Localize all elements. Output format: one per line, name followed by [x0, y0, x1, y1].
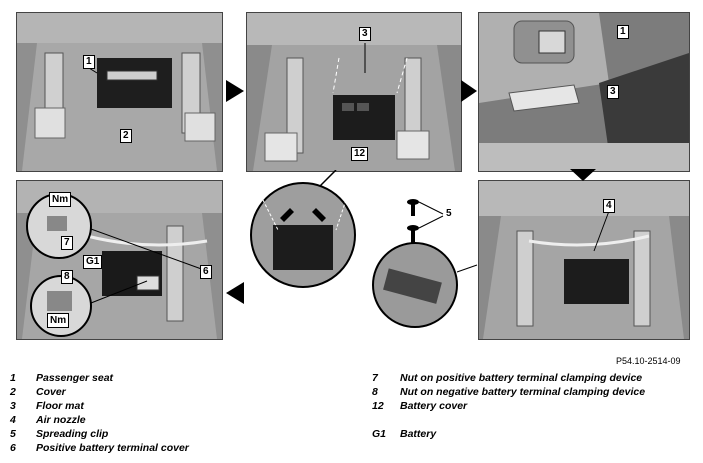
- arrow-right-2-icon: [461, 80, 477, 102]
- step-5-panel: Nm 7 8 Nm G1 6: [16, 180, 223, 340]
- step-2-panel: 3 12: [246, 12, 462, 172]
- legend-item: 4 Air nozzle: [10, 413, 350, 427]
- spreading-clip-detail: [372, 199, 478, 328]
- legend-number: 2: [10, 386, 16, 398]
- legend-number: 7: [372, 372, 378, 384]
- legend-text: Battery: [400, 428, 437, 440]
- callout-5: 5: [446, 208, 452, 219]
- arrow-down-icon: [570, 169, 596, 181]
- step-1-illustration: [17, 13, 222, 171]
- callout-1-right: 1: [617, 25, 629, 39]
- legend-text: Positive battery terminal cover: [36, 442, 189, 454]
- legend-right: 7 Nut on positive battery terminal clampi…: [372, 371, 697, 441]
- legend-item: [372, 413, 697, 427]
- legend-left: 1 Passenger seat 2 Cover 3 Floor mat 4 Air n…: [10, 371, 350, 455]
- arrow-right-1-icon: [226, 80, 244, 102]
- legend-text: Passenger seat: [36, 372, 114, 384]
- legend-item: 7 Nut on positive battery terminal clampi…: [372, 371, 697, 385]
- legend-item: 12 Battery cover: [372, 399, 697, 413]
- callout-7: 7: [61, 236, 73, 250]
- legend-number: G1: [372, 428, 387, 440]
- legend-text: Battery cover: [400, 400, 468, 412]
- legend-number: 8: [372, 386, 378, 398]
- callout-1: 1: [83, 55, 95, 69]
- step-3-panel: 1 3: [478, 12, 690, 172]
- step-3-illustration: [479, 13, 689, 171]
- legend-text: Floor mat: [36, 400, 84, 412]
- arrow-left-icon: [226, 282, 244, 304]
- legend-item: 6 Positive battery terminal cover: [10, 441, 350, 455]
- step-4-panel: 4: [478, 180, 690, 340]
- legend-number: 6: [10, 442, 16, 454]
- callout-6: 6: [200, 265, 212, 279]
- callout-4: 4: [603, 199, 615, 213]
- torque-label-negative: Nm: [47, 313, 70, 328]
- legend-number: 12: [372, 400, 384, 412]
- legend-text: Nut on positive battery terminal clampin…: [400, 372, 643, 384]
- callout-12: 12: [351, 147, 369, 161]
- battery-cover-detail: [250, 170, 356, 288]
- step-2-illustration: [247, 13, 461, 171]
- legend-number: 1: [10, 372, 16, 384]
- callout-2: 2: [120, 129, 132, 143]
- legend-number: 5: [10, 428, 16, 440]
- legend-item: 2 Cover: [10, 385, 350, 399]
- step-5-illustration: [17, 181, 222, 339]
- legend-text: Cover: [36, 386, 66, 398]
- figure-id: P54.10-2514-09: [616, 356, 681, 366]
- callout-g1: G1: [83, 255, 103, 269]
- step-4-illustration: [479, 181, 689, 339]
- legend-item: 1 Passenger seat: [10, 371, 350, 385]
- legend-text: Nut on negative battery terminal clampin…: [400, 386, 646, 398]
- callout-3-right: 3: [607, 85, 619, 99]
- callout-3: 3: [359, 27, 371, 41]
- legend-number: 3: [10, 400, 16, 412]
- torque-label-positive: Nm: [49, 192, 72, 207]
- callout-8: 8: [61, 270, 73, 284]
- legend-text: Spreading clip: [36, 428, 109, 440]
- legend-number: 4: [10, 414, 16, 426]
- legend-item: 3 Floor mat: [10, 399, 350, 413]
- legend-text: Air nozzle: [36, 414, 86, 426]
- step-1-panel: 1 2: [16, 12, 223, 172]
- legend-item: G1 Battery: [372, 427, 697, 441]
- legend-item: 5 Spreading clip: [10, 427, 350, 441]
- legend-item: 8 Nut on negative battery terminal clampi…: [372, 385, 697, 399]
